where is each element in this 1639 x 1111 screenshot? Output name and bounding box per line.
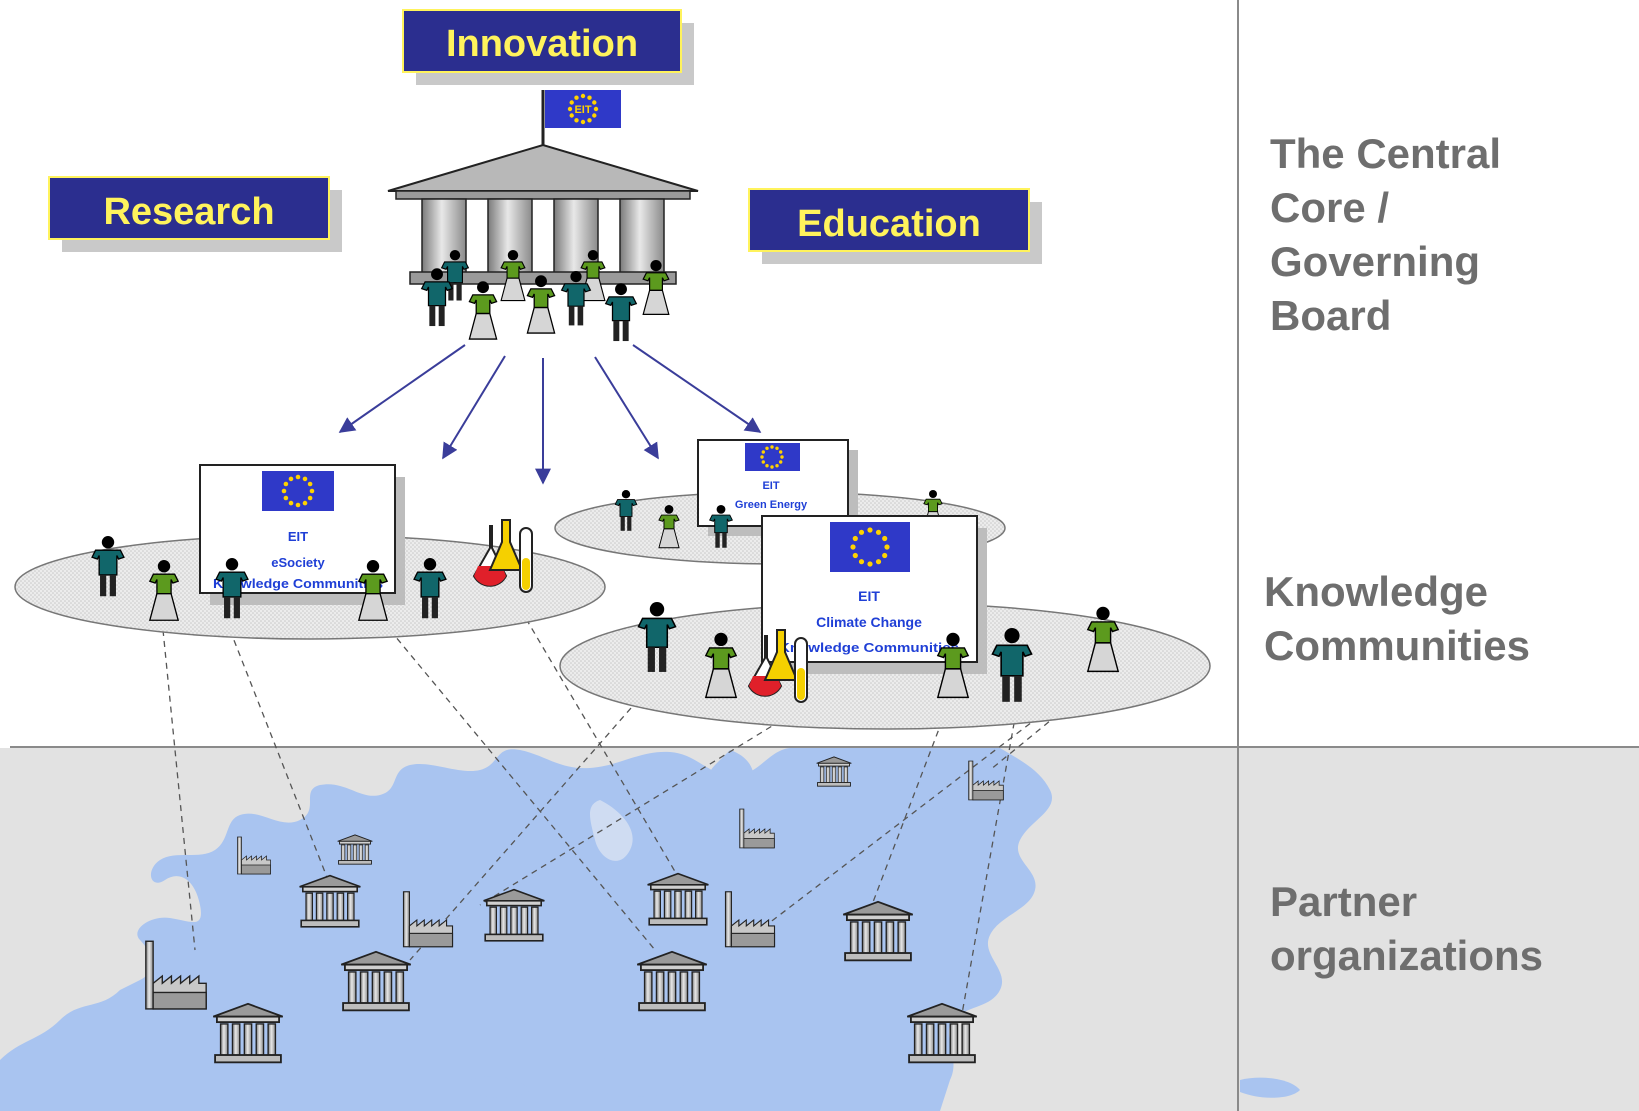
green-energy-line2: Green Energy bbox=[735, 499, 808, 511]
eu-star bbox=[852, 552, 858, 559]
eu-star bbox=[850, 544, 856, 550]
eu-star bbox=[882, 552, 888, 559]
eu-star bbox=[288, 476, 294, 482]
education-text: Education bbox=[797, 203, 981, 245]
side-label-core: The Central Core / Governing Board bbox=[1270, 130, 1501, 339]
climate-change-line1: EIT bbox=[858, 588, 880, 604]
eu-star bbox=[580, 119, 586, 125]
eu-star bbox=[574, 95, 579, 100]
eit-flag: EIT bbox=[545, 90, 621, 128]
education-label: Education bbox=[748, 188, 1042, 264]
eu-star bbox=[295, 502, 301, 508]
core-line-4: Board bbox=[1270, 292, 1391, 339]
eu-star-ring bbox=[850, 527, 890, 567]
community-climate-change: EIT Climate Change Knowledge Communities bbox=[559, 515, 1211, 730]
eu-star bbox=[884, 544, 890, 550]
eu-star bbox=[775, 464, 779, 468]
eu-star bbox=[307, 495, 313, 501]
eu-star bbox=[567, 106, 573, 112]
eu-star-ring bbox=[760, 445, 784, 469]
communities-line-1: Knowledge bbox=[1264, 568, 1488, 615]
community-esociety: EIT eSociety Knowledge Communities bbox=[14, 464, 606, 640]
flag-eit-text: EIT bbox=[574, 104, 591, 116]
eu-star bbox=[882, 535, 888, 542]
eu-star bbox=[852, 535, 858, 542]
core-line-2: Core / bbox=[1270, 184, 1389, 231]
eu-star bbox=[295, 474, 301, 480]
partners-line-1: Partner bbox=[1270, 878, 1417, 925]
central-core-building: EIT bbox=[387, 90, 699, 342]
eu-star-ring bbox=[281, 474, 315, 508]
eu-star bbox=[780, 455, 784, 459]
eu-star bbox=[569, 113, 574, 118]
eu-star bbox=[569, 100, 574, 105]
eu-star bbox=[760, 455, 764, 459]
eu-star bbox=[592, 113, 597, 118]
eu-star bbox=[867, 561, 873, 567]
green-energy-line1: EIT bbox=[762, 480, 779, 492]
communities-line-2: Communities bbox=[1264, 622, 1530, 669]
eu-star bbox=[283, 481, 289, 487]
core-arrows bbox=[338, 344, 762, 485]
esociety-line2: eSociety bbox=[271, 555, 325, 570]
esociety-line3: Knowledge Communities bbox=[213, 576, 383, 591]
eu-star bbox=[574, 118, 579, 123]
eu-star bbox=[288, 500, 294, 506]
eu-star bbox=[761, 460, 765, 464]
research-label: Research bbox=[48, 176, 342, 252]
eu-star bbox=[875, 529, 882, 535]
eu-star bbox=[587, 95, 592, 100]
eu-star bbox=[761, 450, 765, 454]
innovation-text: Innovation bbox=[446, 23, 638, 65]
climate-change-line3: Knowledge Communities bbox=[779, 640, 959, 655]
eu-star bbox=[770, 445, 774, 449]
eu-star bbox=[765, 446, 769, 450]
eu-star bbox=[867, 527, 873, 533]
eu-star bbox=[309, 488, 315, 494]
eu-star bbox=[283, 495, 289, 501]
eu-star bbox=[281, 488, 287, 494]
eu-star bbox=[875, 559, 882, 565]
esociety-line1: EIT bbox=[288, 529, 308, 544]
core-line-1: The Central bbox=[1270, 130, 1501, 177]
core-line-3: Governing bbox=[1270, 238, 1480, 285]
eu-star bbox=[779, 460, 783, 464]
eu-star bbox=[302, 500, 308, 506]
eu-star bbox=[779, 450, 783, 454]
research-text: Research bbox=[103, 191, 274, 233]
eu-star bbox=[307, 481, 313, 487]
eu-star bbox=[765, 464, 769, 468]
eu-star bbox=[587, 118, 592, 123]
eu-star bbox=[858, 559, 865, 565]
side-label-communities: Knowledge Communities bbox=[1264, 568, 1530, 669]
eu-star bbox=[580, 93, 586, 99]
eu-star bbox=[593, 106, 599, 112]
eu-star bbox=[858, 529, 865, 535]
eu-star bbox=[592, 100, 597, 105]
eu-star bbox=[775, 446, 779, 450]
eu-star bbox=[302, 476, 308, 482]
innovation-label: Innovation bbox=[402, 9, 694, 85]
eu-star bbox=[770, 465, 774, 469]
eu-star-ring bbox=[567, 93, 599, 125]
climate-change-line2: Climate Change bbox=[816, 614, 922, 630]
side-label-partners: Partner organizations bbox=[1270, 878, 1543, 979]
partners-line-2: organizations bbox=[1270, 932, 1543, 979]
